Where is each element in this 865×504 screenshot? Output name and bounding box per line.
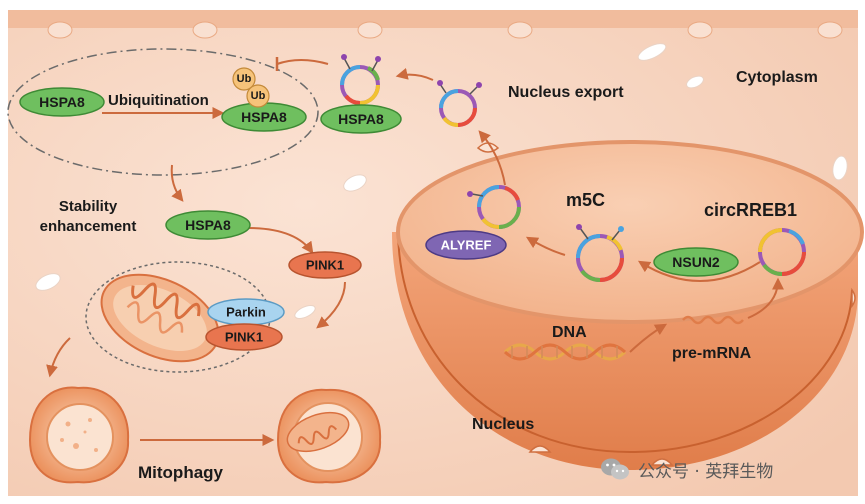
arrows xyxy=(46,59,784,446)
pill-labels: HSPA8 HSPA8 HSPA8 HSPA8 PINK1 Parkin PIN… xyxy=(39,73,720,345)
pink1-mito-pill xyxy=(205,323,283,351)
pill-shapes xyxy=(19,67,739,351)
ub-label-2: Ub xyxy=(251,90,266,102)
nsun2-label: NSUN2 xyxy=(672,254,720,270)
inhibit-line xyxy=(276,59,329,65)
autophagosome-right xyxy=(276,388,382,484)
wechat-icon xyxy=(601,458,629,480)
arrow-premrna-circ xyxy=(747,277,784,319)
arrow-to-stability xyxy=(170,164,184,202)
watermark: 公众号 · 英拜生物 xyxy=(600,452,773,486)
circrreb1-label: circRREB1 xyxy=(704,200,797,220)
circrna-export xyxy=(437,80,482,128)
hspa8-stab-pill xyxy=(165,210,251,240)
stability-label-line2: enhancement xyxy=(40,218,137,235)
alyref-label: ALYREF xyxy=(441,238,492,253)
nucleus-inner-wall xyxy=(397,231,853,454)
hspa8-circ-pill xyxy=(320,104,402,134)
autophagosome-left xyxy=(28,386,130,484)
ub-bubble-2 xyxy=(246,84,270,108)
mitochondrion xyxy=(100,273,220,363)
pink1-mito-label: PINK1 xyxy=(225,330,263,345)
hspa8-stab-label: HSPA8 xyxy=(185,217,231,233)
ubiquitination-label: Ubiquitination xyxy=(108,92,209,109)
watermark-text: 公众号 · 英拜生物 xyxy=(638,461,774,482)
ubiquitination-region xyxy=(7,48,319,176)
alyref-pill xyxy=(425,230,507,260)
nucleus-label: Nucleus xyxy=(472,416,534,433)
circrna-circrreb1 xyxy=(758,228,806,277)
parkin-label: Parkin xyxy=(226,305,266,320)
pink1-label: PINK1 xyxy=(306,258,344,273)
arrow-pink1-mito xyxy=(316,281,346,329)
circrna-alyref xyxy=(467,185,521,229)
mitophagy-label: Mitophagy xyxy=(138,463,224,482)
hspa8-left-label: HSPA8 xyxy=(39,94,85,110)
nucleus-export-label: Nucleus export xyxy=(508,84,624,101)
hspa8-left-pill xyxy=(19,87,105,117)
hspa8-ub-label: HSPA8 xyxy=(241,109,287,125)
arrow-m5c-alyref xyxy=(525,236,566,256)
pink1-pill xyxy=(288,251,362,279)
m5c-label: m5C xyxy=(566,190,605,210)
dna-label: DNA xyxy=(552,324,587,341)
hspa8-circ-label: HSPA8 xyxy=(338,111,384,127)
cytoplasm-label: Cytoplasm xyxy=(736,69,818,86)
export-arrow-nucleus xyxy=(478,130,506,186)
export-arrow-top xyxy=(395,67,434,81)
nsun2-pill xyxy=(653,247,739,277)
stability-label-line1: Stability xyxy=(59,198,118,215)
circrna-top xyxy=(340,54,381,105)
arrow-hspa8-pink1 xyxy=(247,227,314,254)
ub-bubble-1 xyxy=(232,67,256,91)
plasma-membrane xyxy=(8,10,858,28)
arrow-mito-cell xyxy=(46,337,71,378)
membrane-bumps xyxy=(47,21,843,39)
arrow-dna-premrna xyxy=(629,323,668,353)
circrna-m5c xyxy=(576,224,624,283)
dna-helix xyxy=(503,343,627,361)
membrane-scallops xyxy=(45,5,714,10)
pre-mrna-strand xyxy=(682,315,744,325)
ub-label-1: Ub xyxy=(237,73,252,85)
pre-mrna-label: pre-mRNA xyxy=(672,345,752,362)
arrow-nsun2-m5c xyxy=(637,260,761,282)
nucleus-interior xyxy=(396,140,864,324)
